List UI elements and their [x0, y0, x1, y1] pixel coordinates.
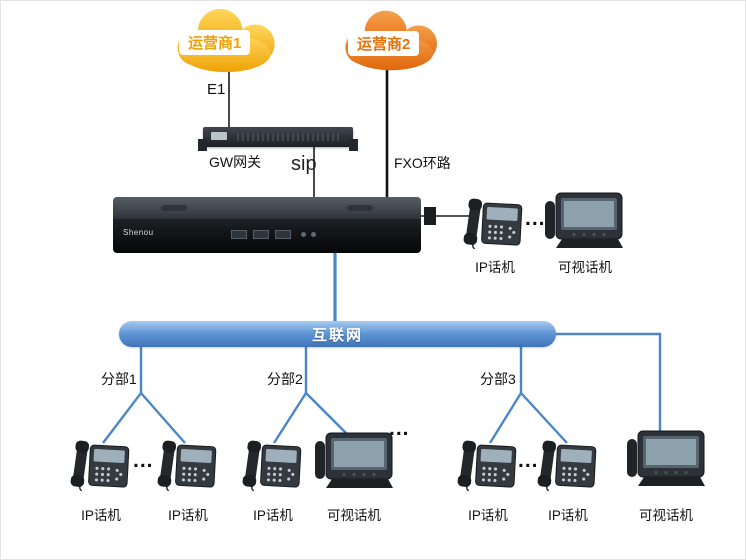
ip-phone-icon [157, 439, 219, 491]
ippbx-top-panel [113, 197, 421, 219]
branch3-ip-phone-2 [537, 439, 599, 491]
hq-ip-phone [463, 197, 525, 249]
ip-phone-icon [457, 439, 519, 491]
e1-label: E1 [207, 81, 226, 98]
ellipsis-hq: ... [525, 207, 546, 230]
led-indicator [311, 232, 316, 237]
video-phone-icon [313, 429, 395, 491]
ip-phone-icon [537, 439, 599, 491]
ip-phone-icon [242, 439, 304, 491]
remote-video-phone [625, 427, 707, 489]
internet-bar: 互联网 [119, 321, 556, 347]
branch2-right-line [305, 392, 349, 436]
carrier1-label: 运营商1 [179, 30, 251, 55]
ippbx-handle-mark [347, 205, 373, 211]
internet-label: 互联网 [311, 326, 363, 344]
video-phone-icon [625, 427, 707, 489]
branch3-lines [488, 347, 568, 444]
led-indicator [301, 232, 306, 237]
fxo-label: FXO环路 [394, 155, 451, 171]
branch3-label: 分部3 [480, 371, 516, 387]
port [253, 230, 269, 239]
internet-remote-line [555, 332, 662, 433]
video-phone-icon [543, 189, 625, 251]
branch2-label: 分部2 [267, 371, 303, 387]
fxs-adapter [424, 207, 436, 225]
branch3-ip-phone-1 [457, 439, 519, 491]
branch2-ip-phone-label: IP话机 [253, 508, 293, 523]
ellipsis-branch3: ... [518, 449, 539, 472]
sip-label: sip [291, 153, 317, 175]
carrier2-label: 运营商2 [348, 31, 420, 56]
branch1-ip-phone-2-label: IP话机 [168, 508, 208, 523]
ippbx-handle-mark [161, 205, 187, 211]
ippbx-front-ports [231, 228, 351, 244]
branch2-ip-phone [242, 439, 304, 491]
ippbx-front-panel: Shenou [113, 219, 421, 253]
branch2-lines [272, 347, 349, 444]
gw-faceplate-chip [211, 132, 227, 140]
ellipsis-branch1: ... [133, 449, 154, 472]
branch3-ip-phone-2-label: IP话机 [548, 508, 588, 523]
branch2-left-line [272, 392, 308, 444]
ippbx-brand: Shenou [123, 228, 154, 237]
branch1-right-line [140, 392, 186, 444]
ippbx-device: Shenou [113, 197, 421, 253]
branch2-video-phone [313, 429, 395, 491]
ip-phone-icon [463, 197, 525, 249]
gw-label: GW网关 [209, 154, 262, 170]
gw-vents [237, 133, 341, 141]
hq-video-phone-label: 可视话机 [558, 260, 612, 275]
branch2-video-phone-label: 可视话机 [327, 508, 381, 523]
remote-video-phone-label: 可视话机 [639, 508, 693, 523]
branch1-lines [102, 347, 186, 444]
ip-phone-icon [70, 439, 132, 491]
hq-ip-phone-label: IP话机 [475, 260, 515, 275]
branch1-left-line [102, 392, 142, 444]
branch1-label: 分部1 [101, 371, 137, 387]
branch1-ip-phone-1-label: IP话机 [81, 508, 121, 523]
branch3-right-line [520, 392, 568, 444]
branch3-left-line [488, 392, 523, 444]
ellipsis-branch2: ... [389, 417, 410, 440]
branch3-ip-phone-1-label: IP话机 [468, 508, 508, 523]
port [231, 230, 247, 239]
branch1-ip-phone-1 [70, 439, 132, 491]
port [275, 230, 291, 239]
gw-gateway-device [198, 127, 358, 151]
branch1-ip-phone-2 [157, 439, 219, 491]
hq-video-phone [543, 189, 625, 251]
